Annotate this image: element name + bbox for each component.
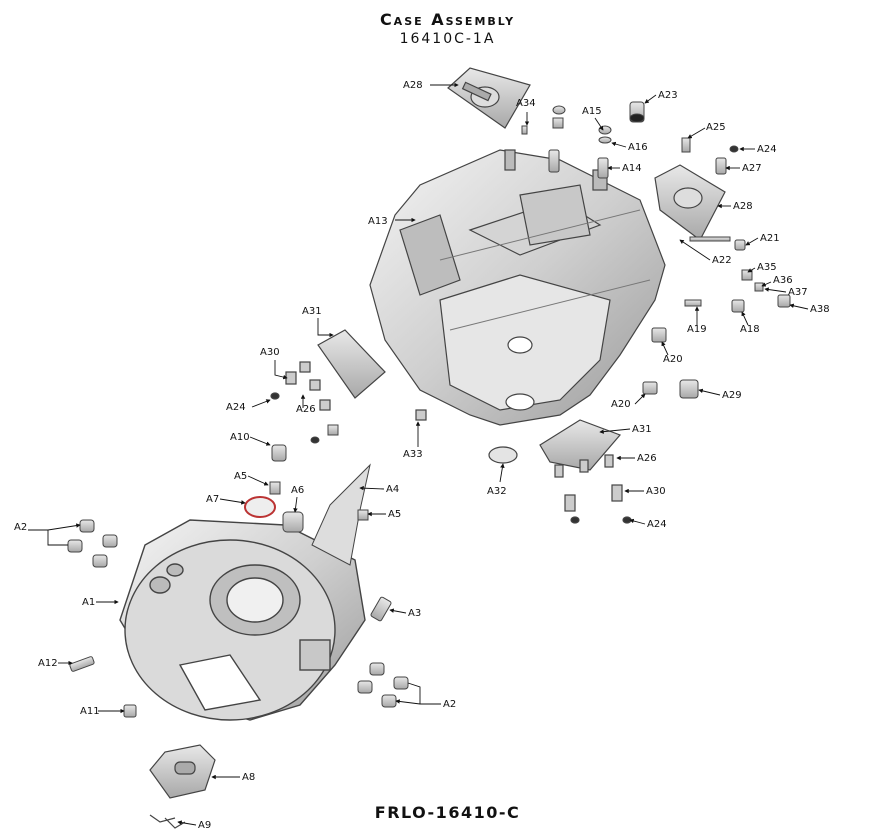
part-label-a15: A15 xyxy=(582,106,602,117)
part-label-a20: A20 xyxy=(663,354,683,365)
part-label-a6: A6 xyxy=(291,485,304,496)
part-label-a28: A28 xyxy=(733,201,753,212)
leader-a6 xyxy=(293,496,298,513)
cover-plate-a28-top xyxy=(447,67,531,129)
cover-plate-a31-right xyxy=(488,419,632,524)
part-label-a28: A28 xyxy=(403,80,423,91)
leader-a21 xyxy=(745,237,759,246)
leader-a7 xyxy=(219,498,246,505)
part-label-a30: A30 xyxy=(260,347,280,358)
leader-a23 xyxy=(644,94,657,104)
leader-a24 xyxy=(251,399,271,408)
part-label-a14: A14 xyxy=(622,163,642,174)
top-hardware xyxy=(521,101,791,399)
diagram-subtitle: 16410C-1A xyxy=(399,31,496,47)
part-label-a5: A5 xyxy=(388,509,401,520)
part-label-a21: A21 xyxy=(760,233,780,244)
leader-a29 xyxy=(698,388,721,396)
leader-a3 xyxy=(389,608,407,614)
leader-a35 xyxy=(747,267,756,273)
cover-plate-a31-left xyxy=(270,329,427,421)
leader-a16 xyxy=(611,141,627,148)
leader-a4 xyxy=(359,485,385,491)
part-label-a23: A23 xyxy=(658,90,678,101)
leader-a2 xyxy=(396,682,441,704)
part-label-a31: A31 xyxy=(302,306,322,317)
leader-a20 xyxy=(661,341,669,356)
part-label-a1: A1 xyxy=(82,597,95,608)
part-label-a2: A2 xyxy=(443,699,456,710)
leader-a24 xyxy=(629,518,646,525)
part-label-a31: A31 xyxy=(632,424,652,435)
part-label-a3: A3 xyxy=(408,608,421,619)
diagram-title: Case Assembly xyxy=(379,10,516,29)
leader-a10 xyxy=(249,436,271,446)
part-label-a9: A9 xyxy=(198,820,211,831)
part-label-a24: A24 xyxy=(757,144,777,155)
part-label-a4: A4 xyxy=(386,484,399,495)
leader-a31 xyxy=(599,428,631,434)
bell-housing xyxy=(119,519,366,721)
part-label-a16: A16 xyxy=(628,142,648,153)
diagram-part-number: FRLO-16410-C xyxy=(374,803,521,822)
part-label-a35: A35 xyxy=(757,262,777,273)
main-transmission-case xyxy=(369,149,666,426)
leader-a5 xyxy=(247,475,269,486)
leader-a22 xyxy=(679,239,711,261)
part-label-a24: A24 xyxy=(226,402,246,413)
part-label-a5: A5 xyxy=(234,471,247,482)
part-label-a38: A38 xyxy=(810,304,830,315)
part-label-a22: A22 xyxy=(712,255,732,266)
part-label-a37: A37 xyxy=(788,287,808,298)
part-label-a34: A34 xyxy=(516,98,536,109)
part-label-a10: A10 xyxy=(230,432,250,443)
part-label-a11: A11 xyxy=(80,706,100,717)
leader-a25 xyxy=(687,127,706,139)
leader-a37 xyxy=(764,287,787,293)
inspection-plate-a8 xyxy=(149,744,216,829)
part-label-a12: A12 xyxy=(38,658,58,669)
part-label-a30: A30 xyxy=(646,486,666,497)
part-label-a29: A29 xyxy=(722,390,742,401)
part-label-a19: A19 xyxy=(687,324,707,335)
part-label-a18: A18 xyxy=(740,324,760,335)
part-label-a36: A36 xyxy=(773,275,793,286)
part-label-a8: A8 xyxy=(242,772,255,783)
part-label-a13: A13 xyxy=(368,216,388,227)
leader-a9 xyxy=(177,820,197,826)
leader-a18 xyxy=(741,311,749,326)
leader-a36 xyxy=(761,281,772,287)
front-hardware xyxy=(69,424,392,718)
leader-lines xyxy=(28,82,809,826)
cover-plate-a28-right xyxy=(654,164,726,241)
leader-a15 xyxy=(594,117,604,131)
part-label-a24: A24 xyxy=(647,519,667,530)
part-label-a33: A33 xyxy=(403,449,423,460)
leader-a32 xyxy=(499,463,505,483)
part-label-a32: A32 xyxy=(487,486,507,497)
leader-a20 xyxy=(634,393,646,405)
part-label-a26: A26 xyxy=(637,453,657,464)
part-label-a2: A2 xyxy=(14,522,27,533)
leader-a2 xyxy=(28,525,80,546)
part-label-a25: A25 xyxy=(706,122,726,133)
part-label-a20: A20 xyxy=(611,399,631,410)
part-label-a27: A27 xyxy=(742,163,762,174)
leader-a38 xyxy=(789,303,809,310)
leader-a30 xyxy=(274,360,288,380)
part-label-a7: A7 xyxy=(206,494,219,505)
part-label-a26: A26 xyxy=(296,404,316,415)
leader-a31 xyxy=(317,318,334,338)
